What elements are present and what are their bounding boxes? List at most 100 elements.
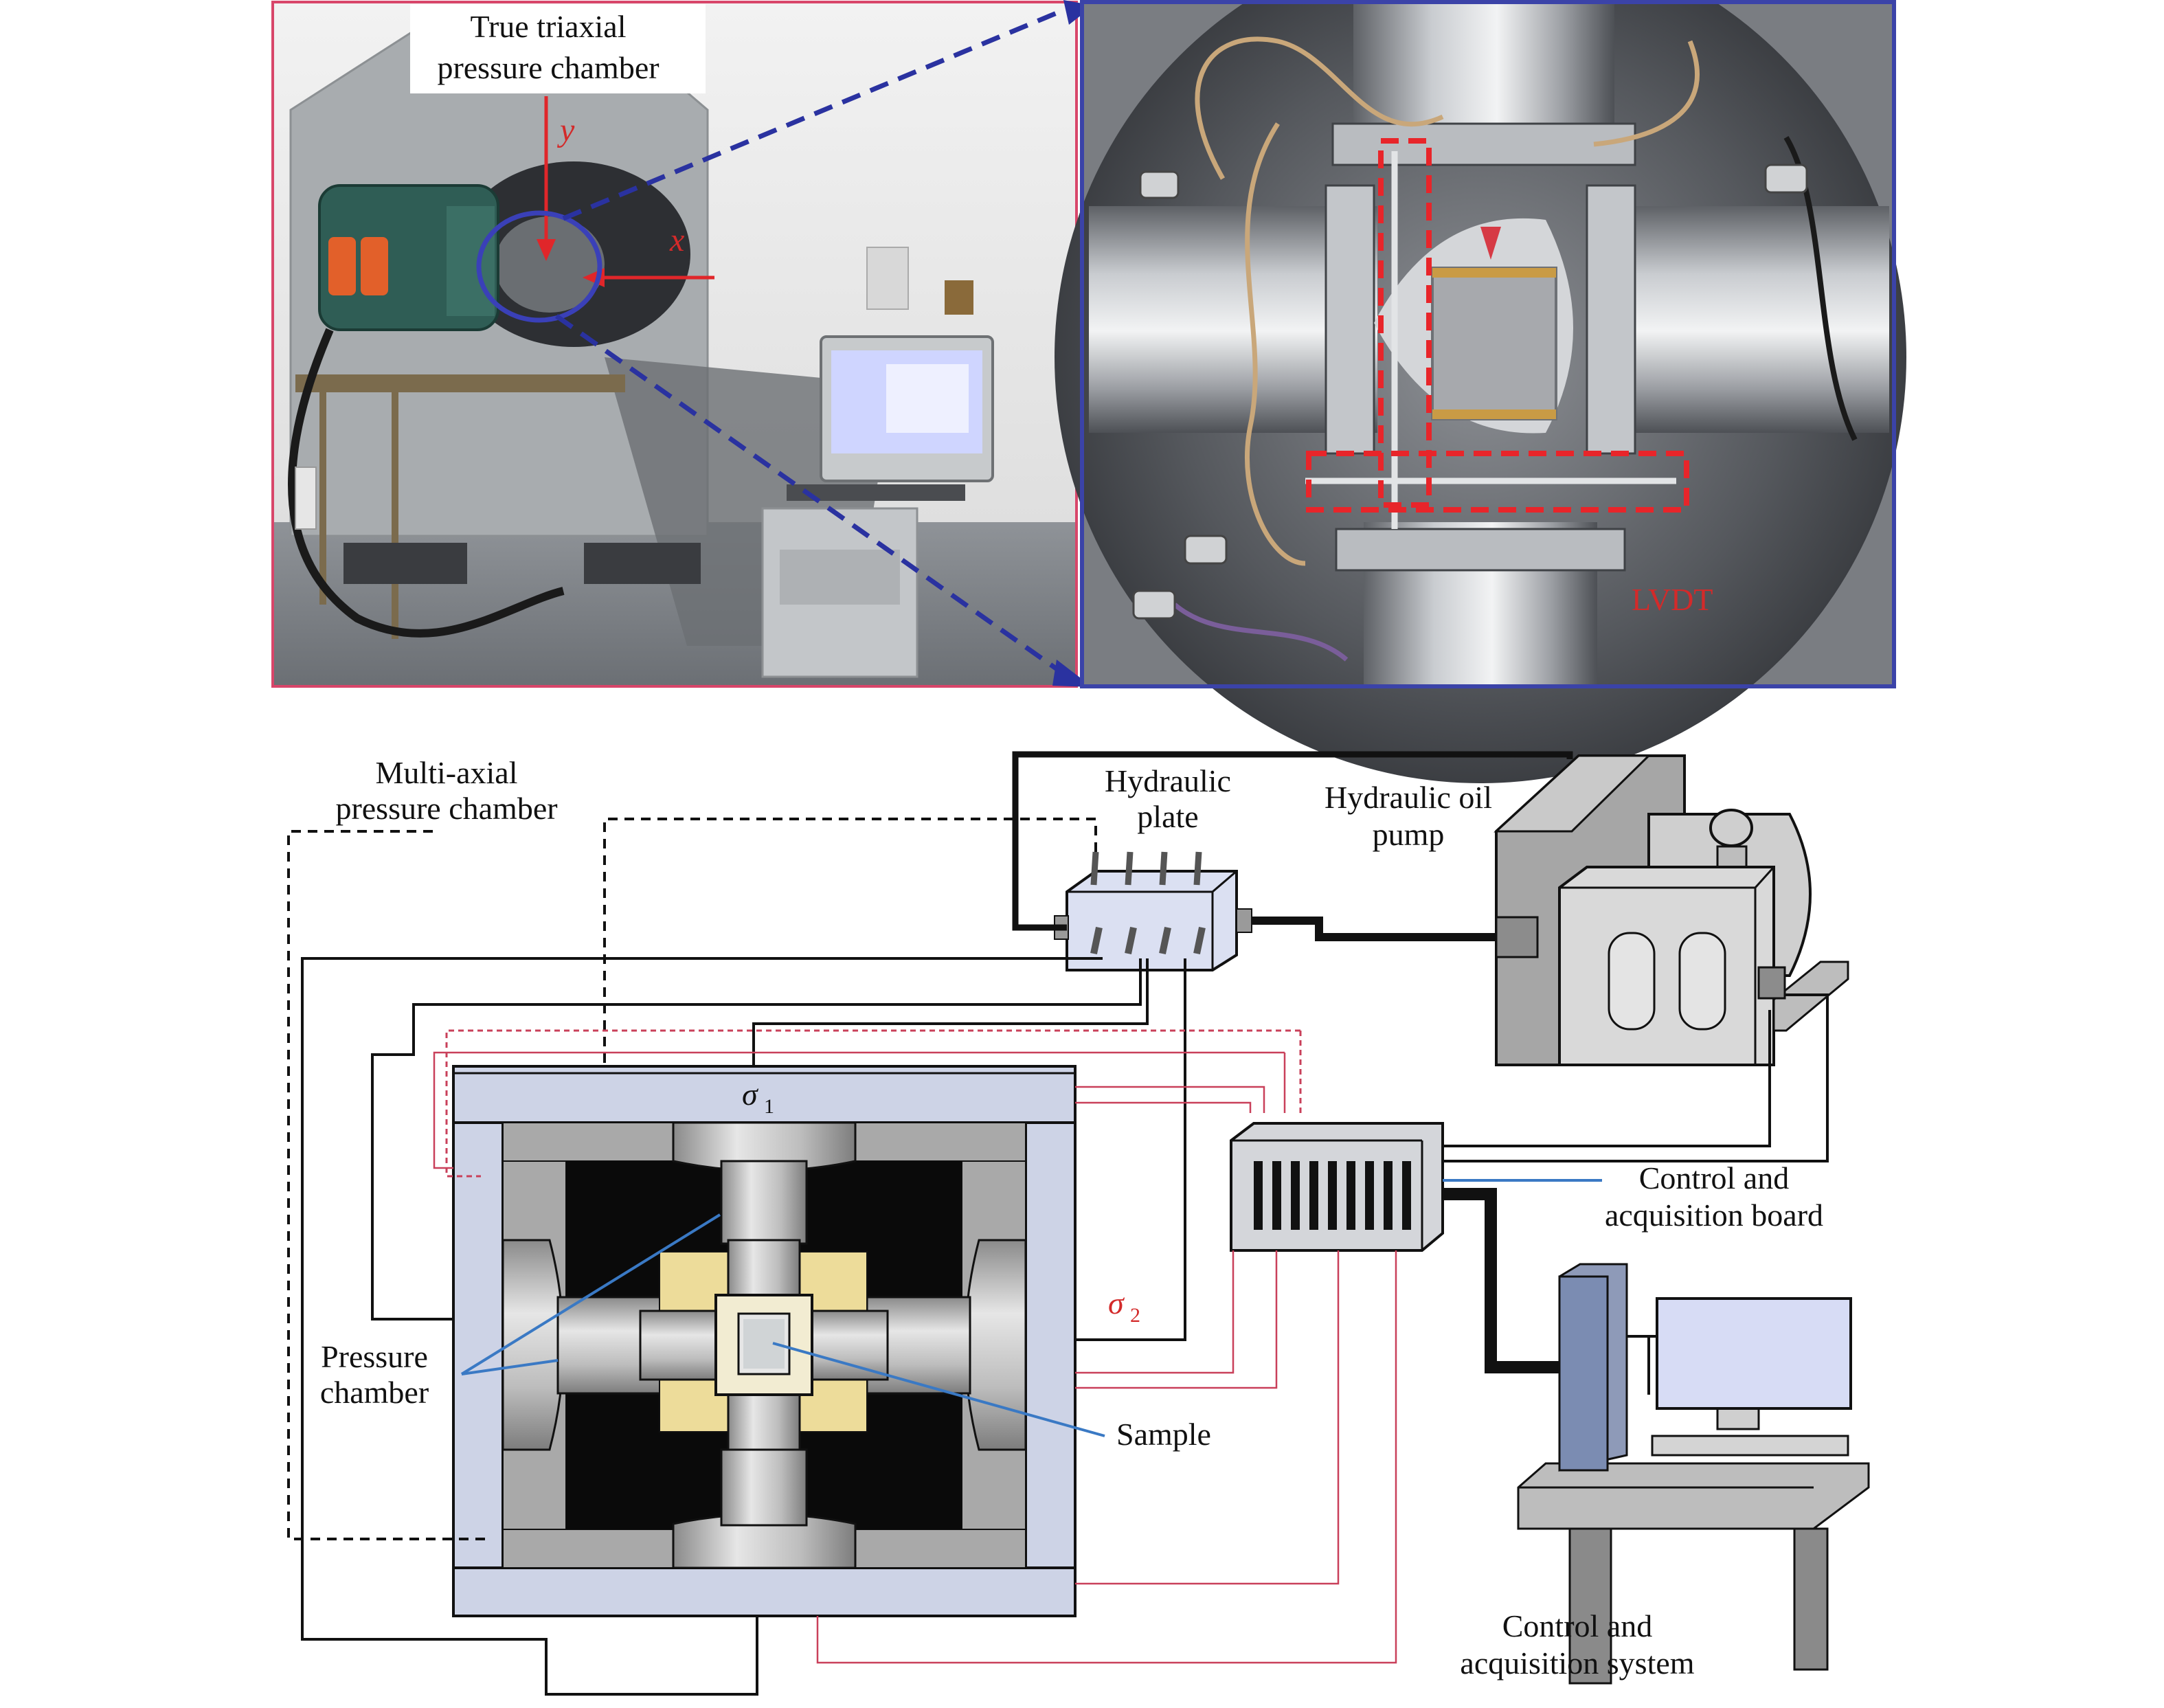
- connector-2: [1184, 535, 1228, 565]
- connector-3: [1139, 170, 1180, 199]
- chamber-photo: LVDT: [1055, 0, 1906, 783]
- lvdt-box-vertical: [1378, 138, 1432, 508]
- wire-red-5: [1075, 1250, 1278, 1389]
- hydraulic-plate-label-1: Hydraulic: [1105, 763, 1231, 798]
- wire-red-3: [1075, 1101, 1252, 1113]
- pipe-plate-to-pump: [1252, 917, 1496, 941]
- hydraulic-plate-label-2: plate: [1137, 799, 1198, 834]
- piston-left-inner: [639, 1310, 717, 1381]
- multi-axial-label-1: Multi-axial: [376, 755, 518, 790]
- valve-front-4: [1193, 926, 1206, 955]
- sample-top-edge: [1432, 268, 1556, 278]
- valve-front-3: [1159, 926, 1171, 955]
- system-label-1: Control and: [1502, 1608, 1652, 1643]
- signal-wires: [433, 1029, 1397, 1664]
- orange-cylinder-right: [361, 237, 388, 295]
- callout-box: [410, 4, 706, 93]
- sigma1-symbol: σ: [742, 1077, 759, 1112]
- wire-red-4: [1075, 1250, 1235, 1374]
- pipe-plate-to-pump-top: [1012, 751, 1573, 931]
- pipe-plate-to-top: [752, 958, 1149, 1066]
- wire-dashed-red: [445, 1029, 1300, 1178]
- control-wires: [1443, 993, 1829, 1395]
- pump-inlet-port: [1495, 916, 1539, 958]
- board-slot: [1309, 1161, 1318, 1230]
- callout-leaders: [460, 1179, 1602, 1437]
- valve-front-2: [1125, 926, 1137, 955]
- desk-leg-left: [1568, 1527, 1612, 1685]
- valve-top-4: [1193, 851, 1202, 886]
- valve-top-1: [1090, 851, 1099, 886]
- hydraulic-plate: [1066, 870, 1238, 971]
- piston-bottom-inner: [727, 1393, 801, 1451]
- piston-right-outer: [964, 1239, 1027, 1451]
- chamber-right-wall: [1024, 1121, 1077, 1569]
- beaker: [945, 280, 973, 315]
- connector-1: [1132, 589, 1176, 620]
- sigma2-subscript: 2: [1130, 1304, 1140, 1327]
- schematic: σ 1 σ 2: [287, 751, 1870, 1696]
- lower-flange: [1335, 528, 1626, 572]
- right-photo-frame: [1080, 0, 1896, 688]
- board-slot: [1291, 1161, 1300, 1230]
- y-axis-label: y: [556, 112, 575, 148]
- lvdt-label: LVDT: [1632, 582, 1713, 617]
- rock-sample: [1431, 267, 1557, 420]
- callout-line-1: True triaxial: [471, 9, 627, 44]
- zoom-ellipse: [476, 210, 602, 323]
- sample-label: Sample: [1116, 1417, 1211, 1452]
- leader-sample: [772, 1342, 1105, 1437]
- board-slot: [1272, 1161, 1281, 1230]
- support-table: [295, 374, 625, 392]
- chamber-top-plate: [452, 1065, 1077, 1124]
- sensor-cable-1: [1195, 36, 1444, 180]
- valve-top-2: [1125, 851, 1134, 886]
- sensor-cable-5: [1173, 603, 1349, 662]
- y-arrowhead: [537, 239, 556, 261]
- right-flange: [1586, 184, 1636, 455]
- desk-leg-right: [1793, 1527, 1829, 1671]
- pipe-plate-to-bottom: [301, 957, 1103, 1696]
- sigma1-subscript: 1: [764, 1095, 774, 1118]
- x-axis-label: x: [669, 222, 684, 258]
- pump-gauge-stem: [1716, 845, 1748, 868]
- pump-tank-left: [1608, 932, 1656, 1031]
- oil-pump-label-1: Hydraulic oil: [1325, 780, 1492, 815]
- multi-axial-label-2: pressure chamber: [335, 791, 557, 826]
- photo-annotations: True triaxial pressure chamber y x: [410, 4, 714, 323]
- pump-gauge: [1709, 809, 1753, 847]
- pressure-chamber-label-2: chamber: [320, 1375, 429, 1410]
- lab-photo: [273, 2, 1077, 686]
- wire-red-2: [1075, 1086, 1265, 1113]
- oil-pump-label-2: pump: [1373, 817, 1445, 852]
- pipe-plate-to-left: [371, 958, 1142, 1321]
- keyboard-schematic: [1651, 1435, 1849, 1457]
- pump-body: [1558, 866, 1775, 1066]
- piston-bottom-mid: [720, 1448, 808, 1527]
- orange-cylinder-left: [328, 237, 356, 295]
- plate-corner: [1212, 870, 1237, 893]
- board-slot: [1346, 1161, 1355, 1230]
- sample-holder: [714, 1294, 813, 1396]
- pump-side-port: [1757, 966, 1786, 1000]
- wire-red-6: [1075, 1250, 1340, 1585]
- monitor-schematic: [1656, 1297, 1852, 1410]
- hydraulic-pipes: [301, 751, 1573, 1696]
- cabinet-panel: [780, 550, 900, 605]
- plate-port-right: [1236, 908, 1252, 933]
- board-slot: [1254, 1161, 1263, 1230]
- board-slots: [1254, 1161, 1411, 1230]
- zoom-line-bottom: [554, 314, 1067, 677]
- pipe-plate-to-right: [1075, 958, 1186, 1341]
- board-slot: [1365, 1161, 1374, 1230]
- load-arrow: [1480, 227, 1501, 260]
- sensor-cable-2: [1245, 122, 1306, 566]
- leader-pressure-chamber-1: [460, 1213, 721, 1375]
- system-label-2: acquisition system: [1460, 1645, 1694, 1681]
- wire-red-1: [433, 1051, 1285, 1169]
- board-slot: [1402, 1161, 1411, 1230]
- connector-4: [1764, 164, 1808, 194]
- pump-back-top: [1494, 754, 1652, 833]
- left-flange: [1325, 184, 1375, 455]
